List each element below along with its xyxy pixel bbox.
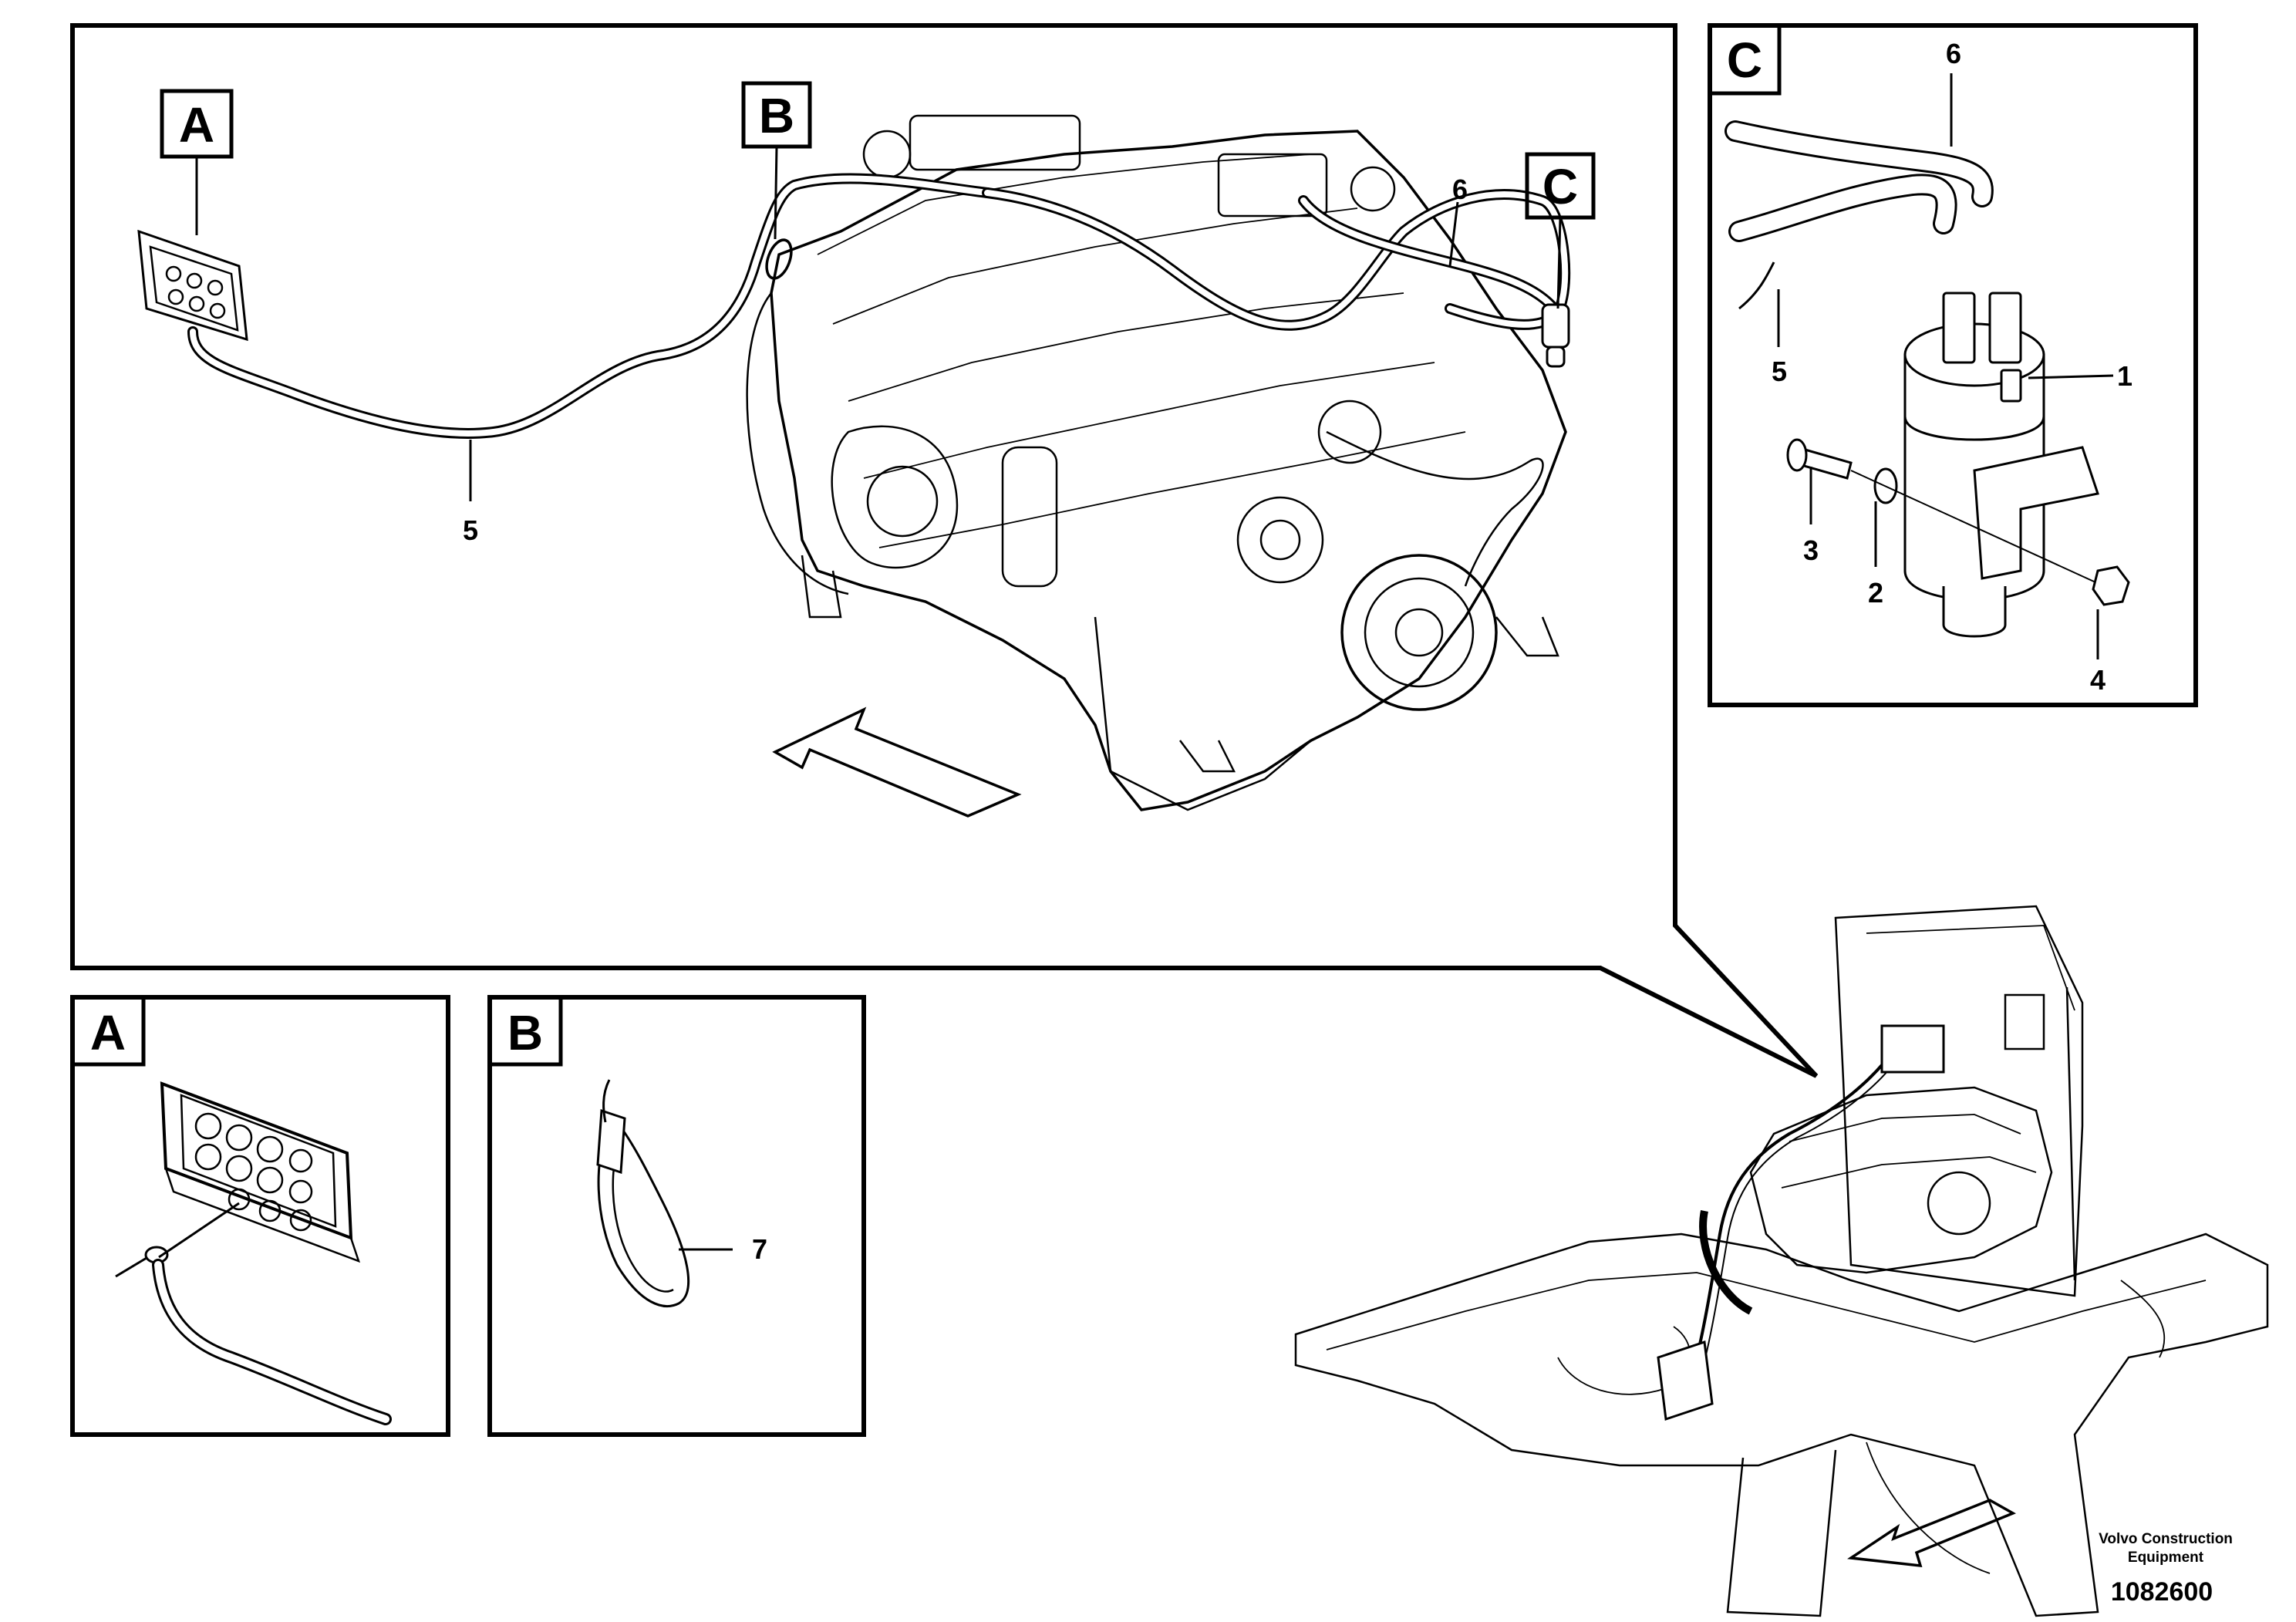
company-name-line2: Equipment <box>2128 1549 2204 1566</box>
callout-6-main: 6 <box>1452 174 1468 205</box>
detail-b-letter: B <box>507 1005 543 1061</box>
callout-letter-b-main: B <box>759 88 794 143</box>
callout-6-detail-c: 6 <box>1946 38 1961 69</box>
detail-b-label-box <box>487 995 563 1067</box>
ground-cable-a <box>115 1202 392 1425</box>
document-number: 1082600 <box>2111 1577 2213 1607</box>
detail-a-letter: A <box>90 1005 126 1061</box>
callout-4-detail-c: 4 <box>2090 664 2106 696</box>
main-view-frame <box>70 23 1819 1078</box>
junction-box-a-main <box>137 229 248 342</box>
callout-3-detail-c: 3 <box>1803 534 1819 566</box>
detail-c-label-box <box>1708 23 1782 96</box>
detail-c-frame <box>1708 23 2198 707</box>
detail-b-frame <box>487 995 866 1437</box>
detail-a-label-box <box>70 995 146 1067</box>
direction-arrow-overview <box>1847 1499 2017 1568</box>
cable-tie-b-main <box>765 238 793 280</box>
callout-5-main: 5 <box>463 514 478 546</box>
callout-7-detail-b: 7 <box>752 1233 767 1265</box>
junction-box-a-detail <box>160 1081 361 1263</box>
company-name-line1: Volvo Construction <box>2099 1531 2233 1547</box>
callout-2-detail-c: 2 <box>1868 577 1883 609</box>
callout-letter-c-main: C <box>1542 159 1578 214</box>
callout-5-detail-c: 5 <box>1772 356 1787 387</box>
detail-a-frame <box>70 995 450 1437</box>
detail-c-letter: C <box>1727 32 1762 88</box>
sensor-c-main <box>1541 303 1570 368</box>
engine-illustration <box>746 114 1567 811</box>
pressure-switch-assembly <box>1725 120 2130 638</box>
callout-1-detail-c: 1 <box>2117 360 2132 392</box>
cable-tie-b-detail <box>596 1079 690 1307</box>
machine-frame-overview <box>1294 905 2269 1617</box>
callout-letter-a-main: A <box>179 97 214 153</box>
direction-arrow-main <box>772 706 1022 818</box>
